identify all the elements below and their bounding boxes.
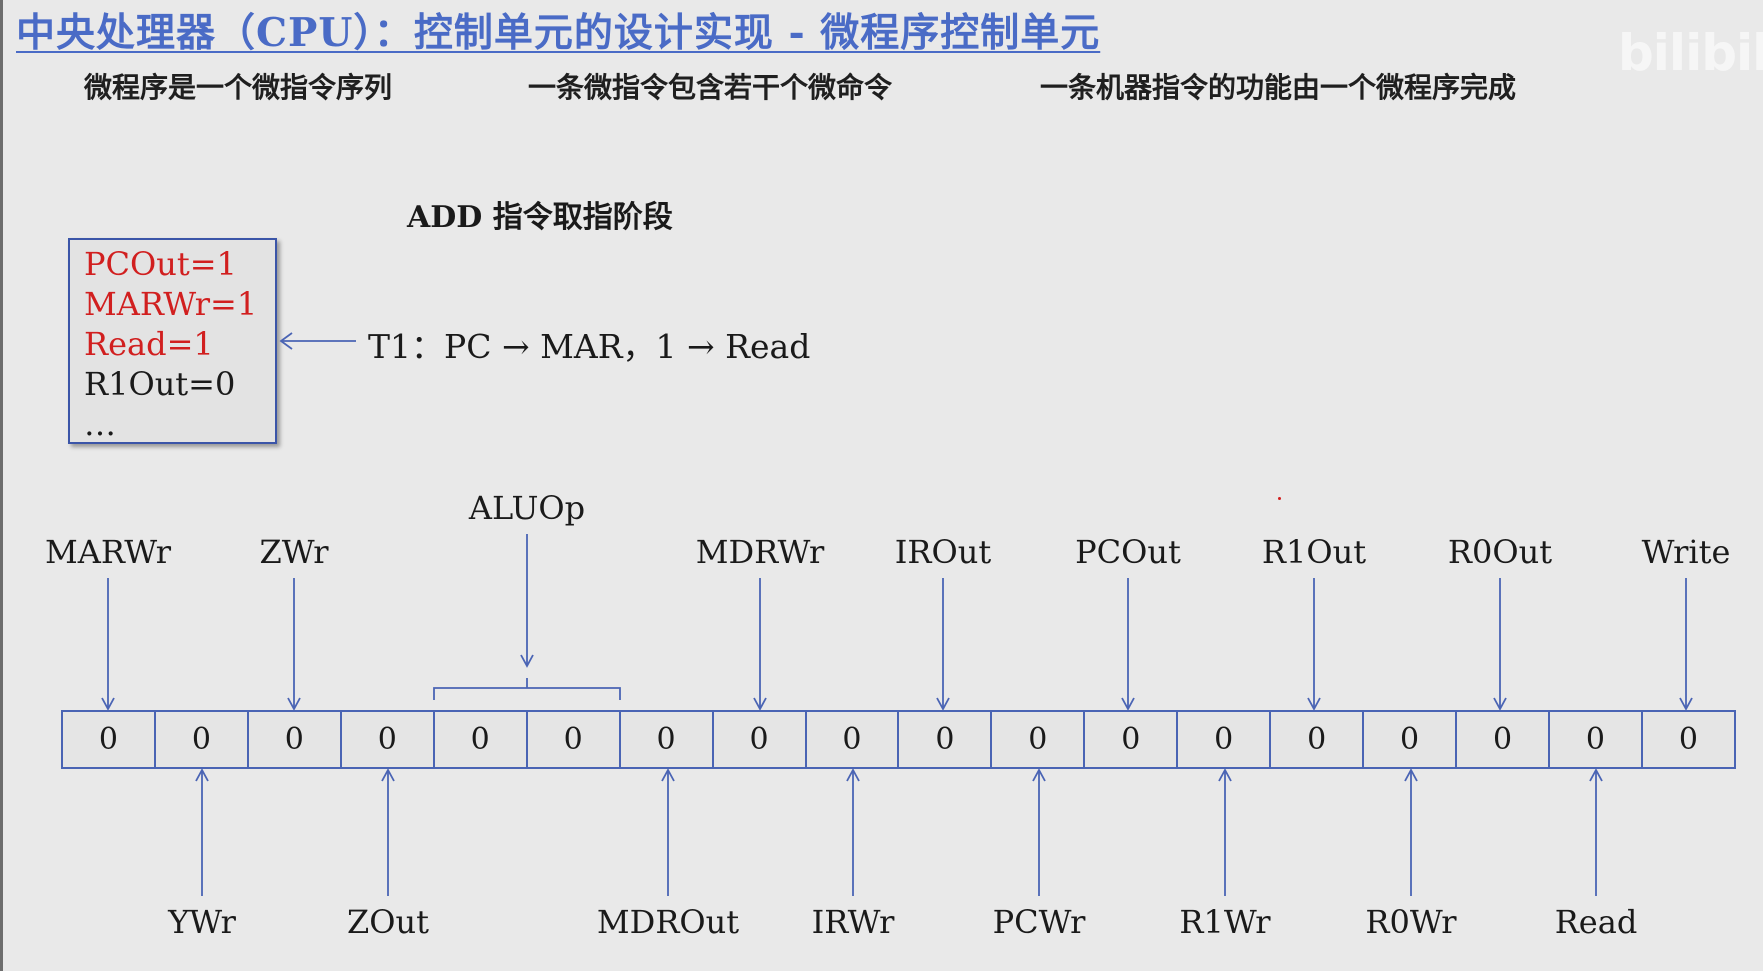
signal-label-irout: IROut: [894, 533, 992, 571]
signal-label-r0wr: R0Wr: [1365, 903, 1457, 941]
bit-cell: 0: [714, 712, 807, 767]
signal-label-irwr: IRWr: [811, 903, 895, 941]
bit-cell: 0: [1085, 712, 1179, 767]
bottom-arrowhead: [381, 768, 395, 782]
bit-cell: 0: [1678, 722, 1698, 757]
signal-label-r1wr: R1Wr: [1179, 903, 1271, 941]
signal-label-read: Read: [1554, 903, 1638, 941]
bit-cell: 0: [156, 712, 249, 767]
bottom-arrowhead: [1589, 768, 1603, 782]
signal-label-write: Write: [1641, 533, 1731, 571]
principle-1: 微程序是一个微指令序列: [84, 71, 393, 104]
step-t1-text: T1：PC → MAR，1 → Read: [368, 327, 811, 366]
signal-label-pcout: PCOut: [1075, 533, 1181, 571]
signal-label-marwr: MARWr: [44, 533, 172, 571]
bottom-arrowhead: [1218, 768, 1232, 782]
top-arrowhead: [101, 697, 115, 711]
bit-cell: 0: [1364, 712, 1458, 767]
signal-label-r0out: R0Out: [1447, 533, 1553, 571]
top-arrowhead: [1493, 697, 1507, 711]
bit-cell: 0: [435, 712, 528, 767]
bit-cell: 0: [1178, 712, 1272, 767]
top-arrowhead: [936, 697, 950, 711]
signal-label-zwr: ZWr: [259, 533, 329, 571]
bit-cell: 0: [1271, 712, 1365, 767]
bit-cell: 0: [528, 712, 621, 767]
bottom-arrowhead: [1032, 768, 1046, 782]
top-arrowhead: [1679, 697, 1693, 711]
bit-cell: 0: [621, 712, 714, 767]
bottom-arrowhead: [1404, 768, 1418, 782]
bottom-arrowhead: [846, 768, 860, 782]
window-edge: [0, 0, 3, 971]
top-arrowhead: [753, 697, 767, 711]
aluop-arrowhead: [520, 654, 534, 668]
micro-line-marwr: MARWr=1: [84, 285, 258, 323]
bit-cell: 0: [992, 712, 1086, 767]
bit-cell: 0: [63, 712, 156, 767]
bottom-arrowhead: [661, 768, 675, 782]
signal-label-zout: ZOut: [347, 903, 429, 941]
bit-cell: 0: [807, 712, 900, 767]
bit-cell: 0: [342, 712, 435, 767]
bit-cell: 0: [1457, 712, 1550, 767]
stray-mark: [1278, 497, 1281, 500]
signal-label-aluop: ALUOp: [468, 489, 586, 527]
principle-3: 一条机器指令的功能由一个微程序完成: [1040, 71, 1517, 104]
top-signal-arrows: [101, 534, 1693, 711]
bit-cell: 0: [249, 712, 342, 767]
micro-line-read: Read=1: [84, 325, 214, 363]
aluop-bracket: [433, 678, 621, 700]
signal-label-mdrout: MDROut: [596, 903, 740, 941]
bilibili-watermark: bilibili: [1618, 24, 1763, 82]
signal-label-pcwr: PCWr: [992, 903, 1086, 941]
signal-label-mdrwr: MDRWr: [695, 533, 825, 571]
top-arrowhead: [287, 697, 301, 711]
page-title: 中央处理器（CPU）：控制单元的设计实现 - 微程序控制单元: [16, 10, 1101, 56]
micro-line-pcout: PCOut=1: [84, 245, 237, 283]
bit-cell: 0: [1550, 712, 1643, 767]
micro-line-r1out: R1Out=0: [84, 365, 236, 403]
signal-label-ywr: YWr: [168, 903, 236, 941]
top-arrowhead: [1121, 697, 1135, 711]
top-arrowhead: [1307, 697, 1321, 711]
section-title: ADD 指令取指阶段: [407, 200, 673, 235]
bottom-signal-arrows: [195, 768, 1603, 896]
micro-line-ellipsis: …: [84, 405, 116, 443]
bottom-arrowhead: [195, 768, 209, 782]
principle-2: 一条微指令包含若干个微命令: [528, 71, 893, 104]
bit-cell: 0: [899, 712, 993, 767]
signal-label-r1out: R1Out: [1261, 533, 1367, 571]
step-arrow: [279, 332, 356, 350]
microinstruction-box: PCOut=1 MARWr=1 Read=1 R1Out=0 …: [68, 238, 277, 444]
